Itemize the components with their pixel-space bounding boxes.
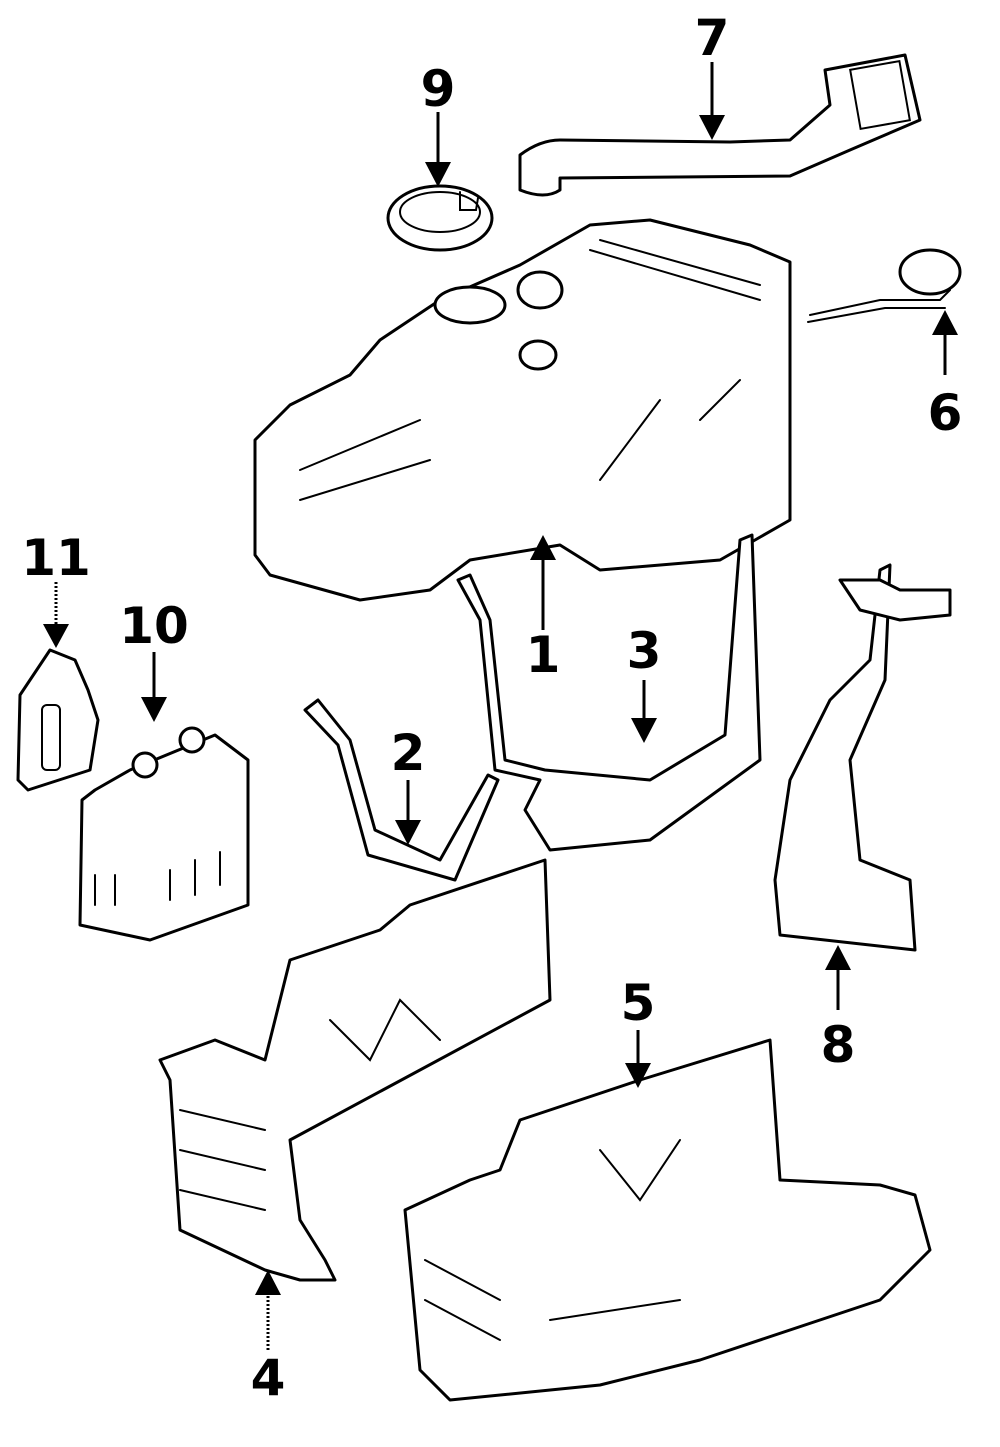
callout-number: 11 xyxy=(21,529,91,587)
callout-number: 8 xyxy=(821,1016,856,1074)
skid-plate-left-part[interactable] xyxy=(158,858,552,1282)
callout-number: 3 xyxy=(627,622,662,680)
callout-4: 4 xyxy=(251,1270,286,1407)
callout-9: 9 xyxy=(421,60,456,187)
tank-strap-front-part[interactable] xyxy=(303,698,500,882)
callout-number: 4 xyxy=(251,1349,286,1407)
canister-bracket-part[interactable] xyxy=(16,648,100,792)
callout-1: 1 xyxy=(526,535,561,684)
callout-number: 9 xyxy=(421,60,456,118)
lock-ring-part[interactable] xyxy=(386,184,494,252)
callout-7: 7 xyxy=(695,9,730,140)
callout-6: 6 xyxy=(928,310,963,442)
callout-3: 3 xyxy=(627,622,662,743)
callout-number: 6 xyxy=(928,384,963,442)
vapor-canister-part[interactable] xyxy=(78,726,250,942)
callout-8: 8 xyxy=(821,945,856,1074)
wiring-connector-part[interactable] xyxy=(807,248,962,323)
callout-number: 2 xyxy=(391,724,426,782)
callout-10: 10 xyxy=(119,597,189,722)
tank-strap-rear-part[interactable] xyxy=(456,533,762,852)
filler-neck-part[interactable] xyxy=(518,53,922,197)
fuel-tank-part[interactable] xyxy=(253,218,792,602)
skid-plate-right-part[interactable] xyxy=(403,1038,932,1402)
fuel-pump-sender-part[interactable] xyxy=(773,563,952,952)
callout-number: 10 xyxy=(119,597,189,655)
callout-5: 5 xyxy=(621,974,656,1088)
callout-11: 11 xyxy=(21,529,91,648)
callout-2: 2 xyxy=(391,724,426,845)
callout-number: 1 xyxy=(526,626,561,684)
callout-number: 7 xyxy=(695,9,730,67)
callout-number: 5 xyxy=(621,974,656,1032)
